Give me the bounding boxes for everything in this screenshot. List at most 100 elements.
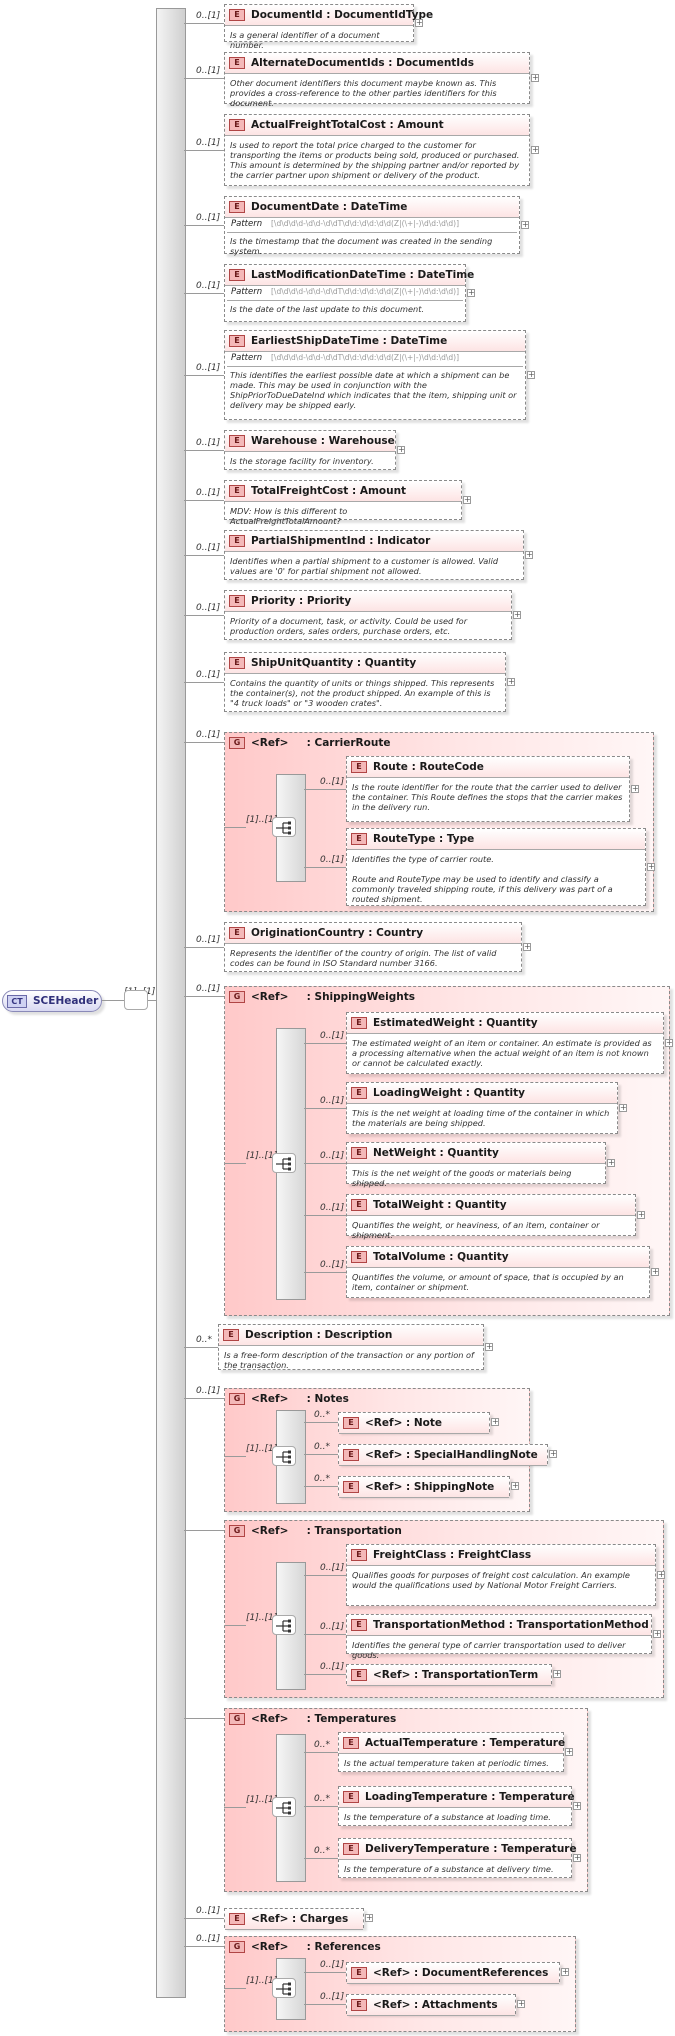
element-name: Priority : Priority: [251, 595, 351, 607]
child-occurrence: 0..*: [314, 1474, 330, 1484]
expand-icon-Attachments[interactable]: +: [517, 1999, 525, 2008]
expand-icon-OriginationCountry[interactable]: +: [523, 942, 531, 951]
element-Attachments[interactable]: E<Ref> : Attachments: [346, 1994, 516, 2016]
expand-icon-Charges[interactable]: +: [365, 1913, 373, 1922]
child-occurrence: 0..[1]: [320, 1992, 345, 2002]
element-badge-icon: E: [229, 119, 245, 131]
sequence-occurrence: [1]..[1]: [246, 1613, 278, 1623]
element-name: DocumentId : DocumentIdType: [251, 9, 433, 21]
group-type: Temperatures: [314, 1713, 397, 1725]
element-badge-icon: E: [351, 1619, 367, 1631]
expand-icon-TotalFreightCost[interactable]: +: [463, 495, 471, 504]
spine-connector: [184, 500, 224, 501]
type-separator: :: [474, 1017, 487, 1029]
element-TransportationTerm[interactable]: E<Ref> : TransportationTerm: [346, 1664, 552, 1686]
element-ShippingNote[interactable]: E<Ref> : ShippingNote: [338, 1476, 510, 1498]
element-type: Amount: [359, 485, 407, 497]
element-Note[interactable]: E<Ref> : Note: [338, 1412, 490, 1434]
expand-icon-Warehouse[interactable]: +: [397, 445, 405, 454]
element-name: AlternateDocumentIds : DocumentIds: [251, 57, 474, 69]
element-documentation: Quantifies the weight, or heaviness, of …: [352, 1220, 600, 1240]
expand-icon-ActualFreightTotalCost[interactable]: +: [531, 145, 539, 154]
expand-icon-Description[interactable]: +: [485, 1342, 493, 1351]
expand-icon-FreightClass[interactable]: +: [657, 1570, 665, 1579]
element-badge-icon: E: [229, 1913, 245, 1925]
expand-icon-TotalVolume[interactable]: +: [651, 1267, 659, 1276]
expand-icon-ShipUnitQuantity[interactable]: +: [507, 677, 515, 686]
element-name-text: Priority: [251, 595, 296, 607]
expand-icon-RouteType[interactable]: +: [647, 862, 655, 871]
expand-icon-DocumentId[interactable]: +: [415, 18, 423, 27]
expand-icon-SpecialHandlingNote[interactable]: +: [549, 1449, 557, 1458]
element-type: SpecialHandlingNote: [413, 1449, 538, 1461]
element-type: Indicator: [377, 535, 431, 547]
element-name-text: <Ref>: [373, 1999, 411, 2011]
expand-icon-TransportationTerm[interactable]: +: [553, 1669, 561, 1678]
spine-connector: [184, 150, 224, 151]
expand-icon-AlternateDocumentIds[interactable]: +: [531, 73, 539, 82]
group-header: G<Ref> : References: [225, 1937, 575, 1957]
element-type: DateTime: [390, 335, 448, 347]
expand-icon-DeliveryTemperature[interactable]: +: [573, 1853, 581, 1862]
expand-icon-ShippingNote[interactable]: +: [511, 1481, 519, 1490]
expand-icon-Route[interactable]: +: [631, 784, 639, 793]
root-complex-type[interactable]: CT SCEHeader: [2, 990, 102, 1012]
element-badge-icon: E: [351, 1669, 367, 1681]
expand-icon-DocumentDate[interactable]: +: [521, 220, 529, 229]
expand-icon-EarliestShipDateTime[interactable]: +: [527, 370, 535, 379]
expand-icon-PartialShipmentInd[interactable]: +: [525, 550, 533, 559]
element-name: LoadingTemperature : Temperature: [365, 1791, 575, 1803]
expand-icon-Note[interactable]: +: [491, 1417, 499, 1426]
element-Charges[interactable]: E<Ref> : Charges: [224, 1908, 364, 1930]
element-DocumentReferences[interactable]: E<Ref> : DocumentReferences: [346, 1962, 560, 1984]
type-separator: :: [478, 1737, 490, 1749]
expand-icon-TransportationMethod[interactable]: +: [653, 1629, 661, 1638]
element-name-text: DocumentDate: [251, 201, 340, 213]
expand-icon-TotalWeight[interactable]: +: [637, 1210, 645, 1219]
element-type: Quantity: [455, 1199, 507, 1211]
element-type: ShippingNote: [413, 1481, 495, 1493]
expand-icon-LoadingWeight[interactable]: +: [619, 1103, 627, 1112]
element-SpecialHandlingNote[interactable]: E<Ref> : SpecialHandlingNote: [338, 1444, 548, 1466]
group-header: G<Ref> : CarrierRoute: [225, 733, 653, 753]
expand-icon-LastModificationDateTime[interactable]: +: [467, 288, 475, 297]
group-type: References: [314, 1941, 381, 1953]
expand-icon-EstimatedWeight[interactable]: +: [665, 1038, 673, 1047]
expand-icon-Priority[interactable]: +: [513, 610, 521, 619]
expand-icon-NetWeight[interactable]: +: [607, 1158, 615, 1167]
expand-icon-ActualTemperature[interactable]: +: [565, 1747, 573, 1756]
element-badge-icon: E: [343, 1481, 359, 1493]
expand-icon-DocumentReferences[interactable]: +: [561, 1967, 569, 1976]
sequence-icon: [272, 1978, 296, 1998]
element-name-text: DeliveryTemperature: [365, 1843, 490, 1855]
expand-icon-LoadingTemperature[interactable]: +: [573, 1801, 581, 1810]
